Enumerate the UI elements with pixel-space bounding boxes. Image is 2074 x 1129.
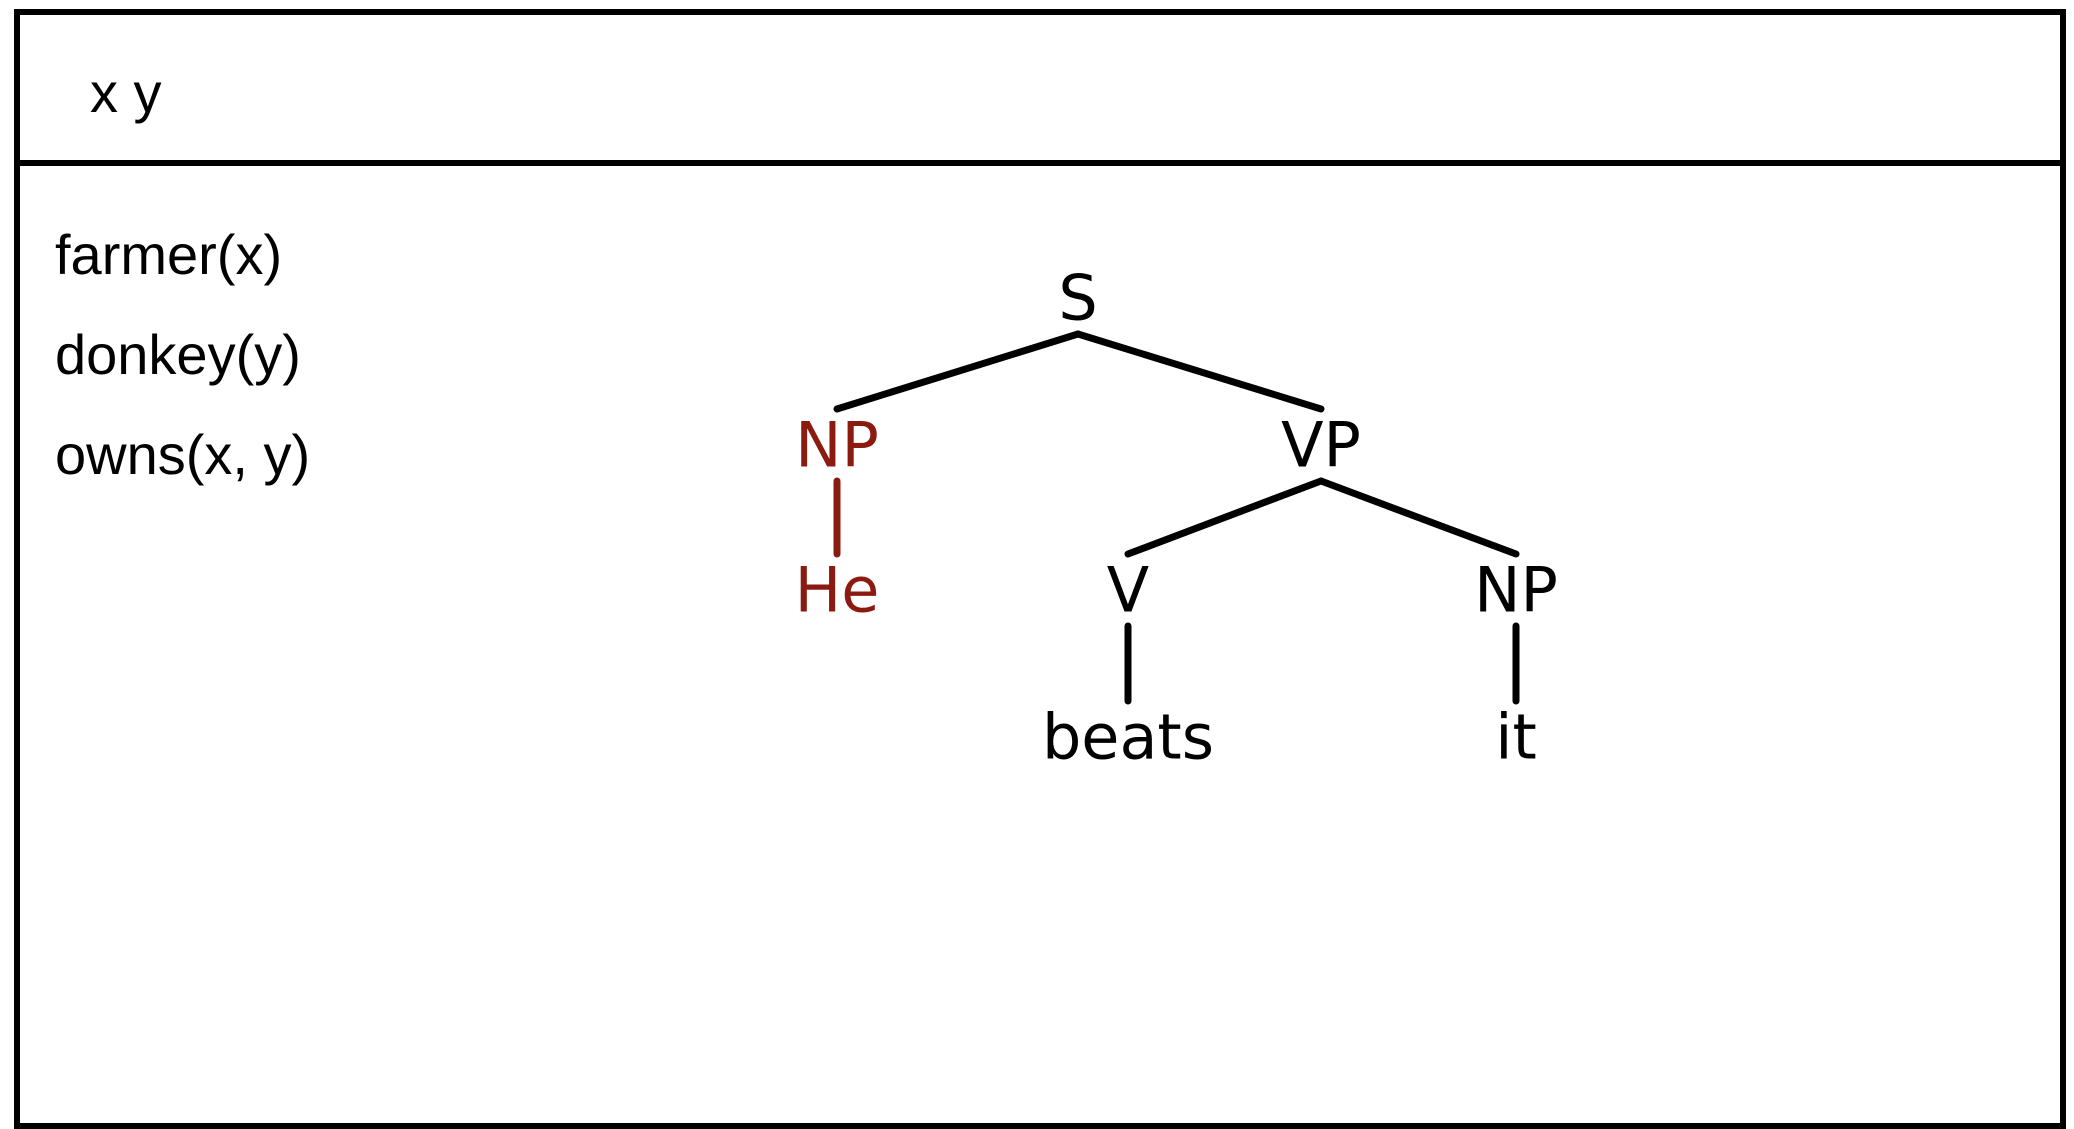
syntax-tree: S NP VP He V NP beats it [795,262,1558,774]
drs-universe: x y [20,15,2060,166]
tree-edge-vp-v [1124,477,1325,558]
tree-node-vp: VP [1281,409,1361,482]
tree-edge-vp-np-obj [1317,477,1520,558]
drs-condition: farmer(x) [55,223,283,286]
tree-node-he: He [795,554,880,627]
tree-node-v: V [1107,554,1149,627]
tree-node-np-subj: NP [795,409,879,482]
discourse-referents: x y [90,61,162,124]
tree-node-np-obj: NP [1474,554,1558,627]
tree-edge-s-vp [1074,330,1325,413]
drs-conditions: farmer(x) donkey(y) owns(x, y) [55,205,310,505]
drs-condition: donkey(y) [55,323,301,386]
tree-node-s: S [1058,262,1097,335]
tree-node-beats: beats [1042,701,1214,774]
tree-edge-s-np-subj [833,330,1082,413]
tree-node-it: it [1495,701,1537,774]
drs-condition: owns(x, y) [55,423,311,486]
